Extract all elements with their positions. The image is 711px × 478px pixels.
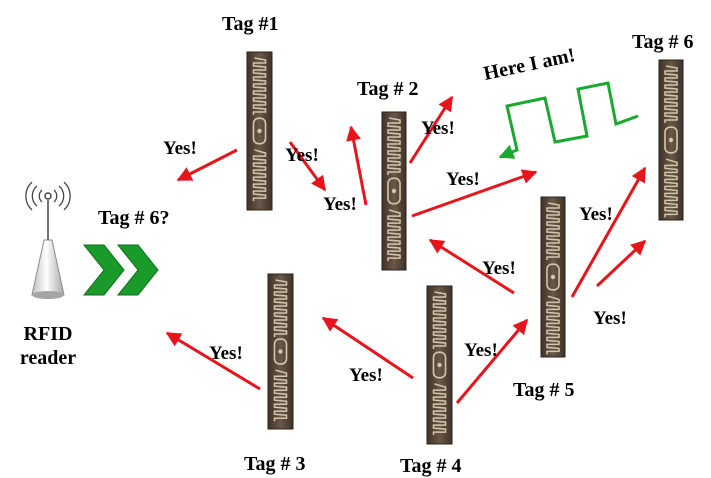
arrow-tag5-right <box>595 239 647 288</box>
rfid-tag-icon <box>426 285 453 445</box>
arrow-tag1-to-tag2 <box>288 141 327 192</box>
arrow-tag2-up <box>408 95 454 164</box>
arrow-tag1-to-reader <box>176 148 238 182</box>
rfid-tag-icon <box>246 51 273 211</box>
rfid-reader-icon <box>25 181 71 299</box>
yes-label-tag2-up: Yes! <box>421 118 455 139</box>
yes-label-tag5-right: Yes! <box>593 308 627 329</box>
arrow-tag4-to-tag5 <box>455 318 529 404</box>
arrow-tag5-to-tag6 <box>570 166 647 298</box>
reader-label: RFID reader <box>12 322 84 370</box>
reader-query-label: Tag # 6? <box>98 207 170 229</box>
arrow-tag2-to-tag6 <box>411 169 538 218</box>
tag-label-2: Tag # 2 <box>357 78 419 100</box>
rfid-tag-icon <box>267 273 294 430</box>
yes-label-tag4-right: Yes! <box>464 340 498 361</box>
rfid-tag-icon <box>381 111 407 271</box>
arrow-tag2-self-up <box>346 125 368 206</box>
yes-label-tag4-left: Yes! <box>349 365 383 386</box>
reader-label-line1: RFID <box>23 323 73 345</box>
arrow-tag4-to-tag3 <box>321 316 414 380</box>
arrow-tag5-to-tag2 <box>428 238 515 295</box>
arrow-tag3-to-reader <box>165 331 261 391</box>
rfid-tag-icon <box>540 196 566 358</box>
tag-label-1: Tag #1 <box>222 13 279 35</box>
reader-label-line2: reader <box>19 347 77 369</box>
tag-label-5: Tag # 5 <box>513 379 575 401</box>
chevron-right-icon <box>82 244 159 296</box>
square-wave-icon <box>498 81 639 159</box>
yes-label-tag5-left: Yes! <box>482 258 516 279</box>
rfid-tag-icon <box>658 59 684 221</box>
yes-label-tag2-right: Yes! <box>446 169 480 190</box>
yes-label-tag2-left: Yes! <box>323 194 357 215</box>
tag-label-4: Tag # 4 <box>400 455 462 477</box>
antenna-icon <box>25 181 71 211</box>
yes-label-tag3: Yes! <box>209 343 243 364</box>
tag-label-6: Tag # 6 <box>632 31 694 53</box>
yes-label-tag1-left: Yes! <box>163 138 197 159</box>
tag-label-3: Tag # 3 <box>244 453 306 475</box>
yes-label-tag1-right: Yes! <box>285 145 319 166</box>
yes-label-tag5-up: Yes! <box>579 204 613 225</box>
